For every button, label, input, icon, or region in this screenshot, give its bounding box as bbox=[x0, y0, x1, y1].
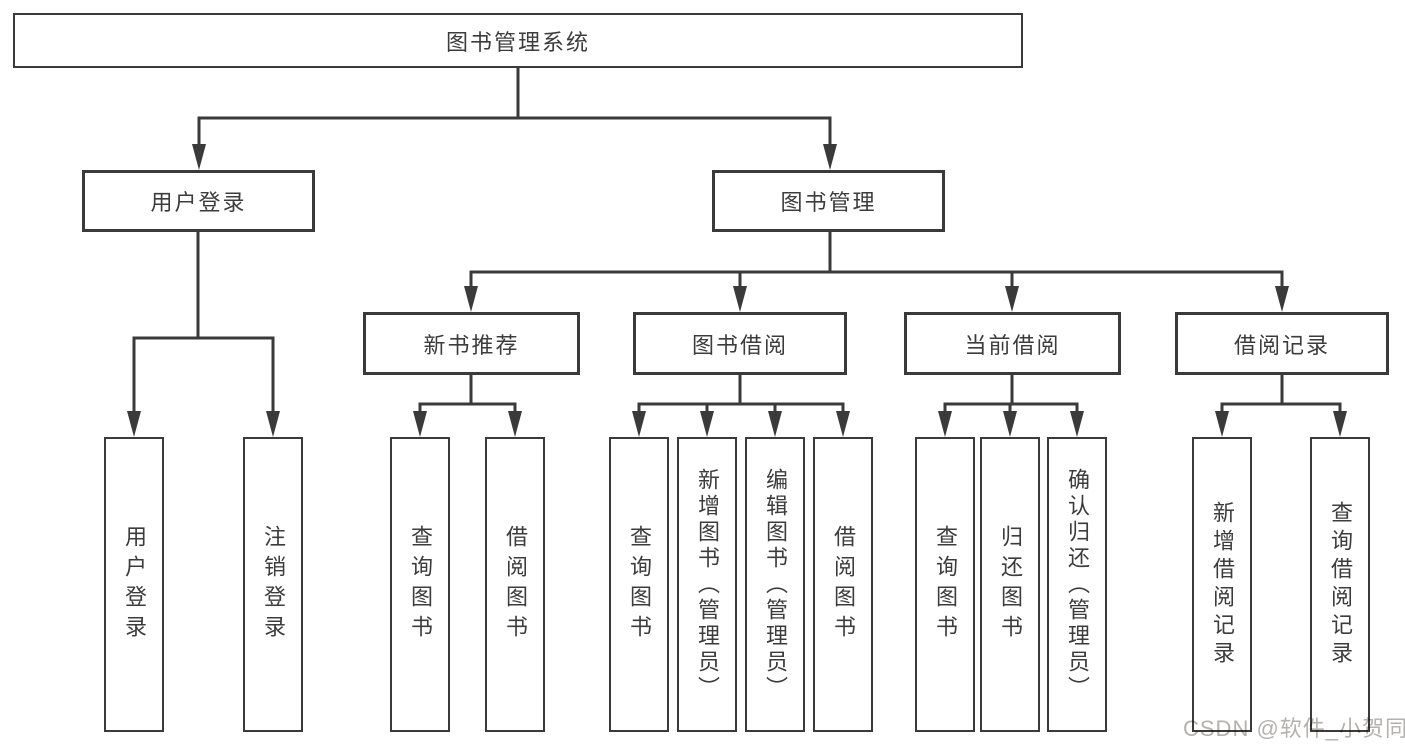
leaf-logout: 注销登录 bbox=[243, 437, 303, 732]
connector-book-borrow bbox=[637, 375, 845, 416]
leaf-query-borrow-record: 查询借阅记录 bbox=[1310, 437, 1370, 732]
connector-new-book bbox=[418, 375, 517, 416]
csdn-watermark: CSDN @软件_小贺同学 bbox=[1183, 716, 1405, 741]
leaf-query-books-current: 查询图书 bbox=[915, 437, 975, 732]
leaf-label: 归还图书 bbox=[998, 524, 1023, 645]
node-label: 图书管理系统 bbox=[445, 29, 590, 55]
leaf-return-books: 归还图书 bbox=[980, 437, 1040, 732]
node-label: 当前借阅 bbox=[964, 332, 1061, 358]
node-user-login: 用户登录 bbox=[82, 170, 315, 232]
leaf-borrow-books-recommend: 借阅图书 bbox=[485, 437, 545, 732]
leaf-label: 查询图书 bbox=[408, 524, 433, 645]
node-book-management: 图书管理 bbox=[712, 170, 945, 232]
node-label: 图书管理 bbox=[780, 190, 877, 215]
leaf-label: 新增图书（管理员） bbox=[695, 467, 720, 702]
node-label: 新书推荐 bbox=[423, 332, 520, 358]
connector-root bbox=[197, 68, 832, 150]
node-library-system: 图书管理系统 bbox=[13, 13, 1023, 68]
connector-borrow-records bbox=[1220, 375, 1342, 416]
leaf-label: 注销登录 bbox=[261, 524, 286, 645]
leaf-label: 查询图书 bbox=[933, 524, 958, 645]
leaf-label: 确认归还（管理员） bbox=[1065, 467, 1090, 702]
connector-current-borrow bbox=[943, 375, 1079, 416]
node-current-borrow: 当前借阅 bbox=[904, 312, 1121, 375]
leaf-edit-book-admin: 编辑图书（管理员） bbox=[745, 437, 805, 732]
leaf-query-books-recommend: 查询图书 bbox=[390, 437, 450, 732]
leaf-label: 借阅图书 bbox=[503, 524, 528, 645]
leaf-label: 新增借阅记录 bbox=[1210, 500, 1235, 669]
connector-user-login bbox=[132, 232, 275, 416]
connector-book-management bbox=[469, 232, 1284, 292]
leaf-label: 用户登录 bbox=[122, 524, 147, 645]
node-label: 借阅记录 bbox=[1233, 332, 1330, 358]
leaf-user-login: 用户登录 bbox=[104, 437, 164, 732]
leaf-add-borrow-record: 新增借阅记录 bbox=[1192, 437, 1252, 732]
leaf-borrow-books: 借阅图书 bbox=[813, 437, 873, 732]
node-book-borrow: 图书借阅 bbox=[633, 312, 847, 375]
leaf-query-books-borrow: 查询图书 bbox=[609, 437, 669, 732]
leaf-add-book-admin: 新增图书（管理员） bbox=[677, 437, 737, 732]
node-label: 图书借阅 bbox=[691, 332, 788, 358]
node-new-book-recommend: 新书推荐 bbox=[363, 312, 580, 375]
leaf-label: 借阅图书 bbox=[831, 524, 856, 645]
node-label: 用户登录 bbox=[150, 190, 247, 215]
node-borrow-records: 借阅记录 bbox=[1175, 312, 1389, 375]
leaf-label: 查询图书 bbox=[627, 524, 652, 645]
leaf-label: 查询借阅记录 bbox=[1328, 500, 1353, 669]
leaf-label: 编辑图书（管理员） bbox=[763, 467, 788, 702]
leaf-confirm-return-admin: 确认归还（管理员） bbox=[1047, 437, 1107, 732]
